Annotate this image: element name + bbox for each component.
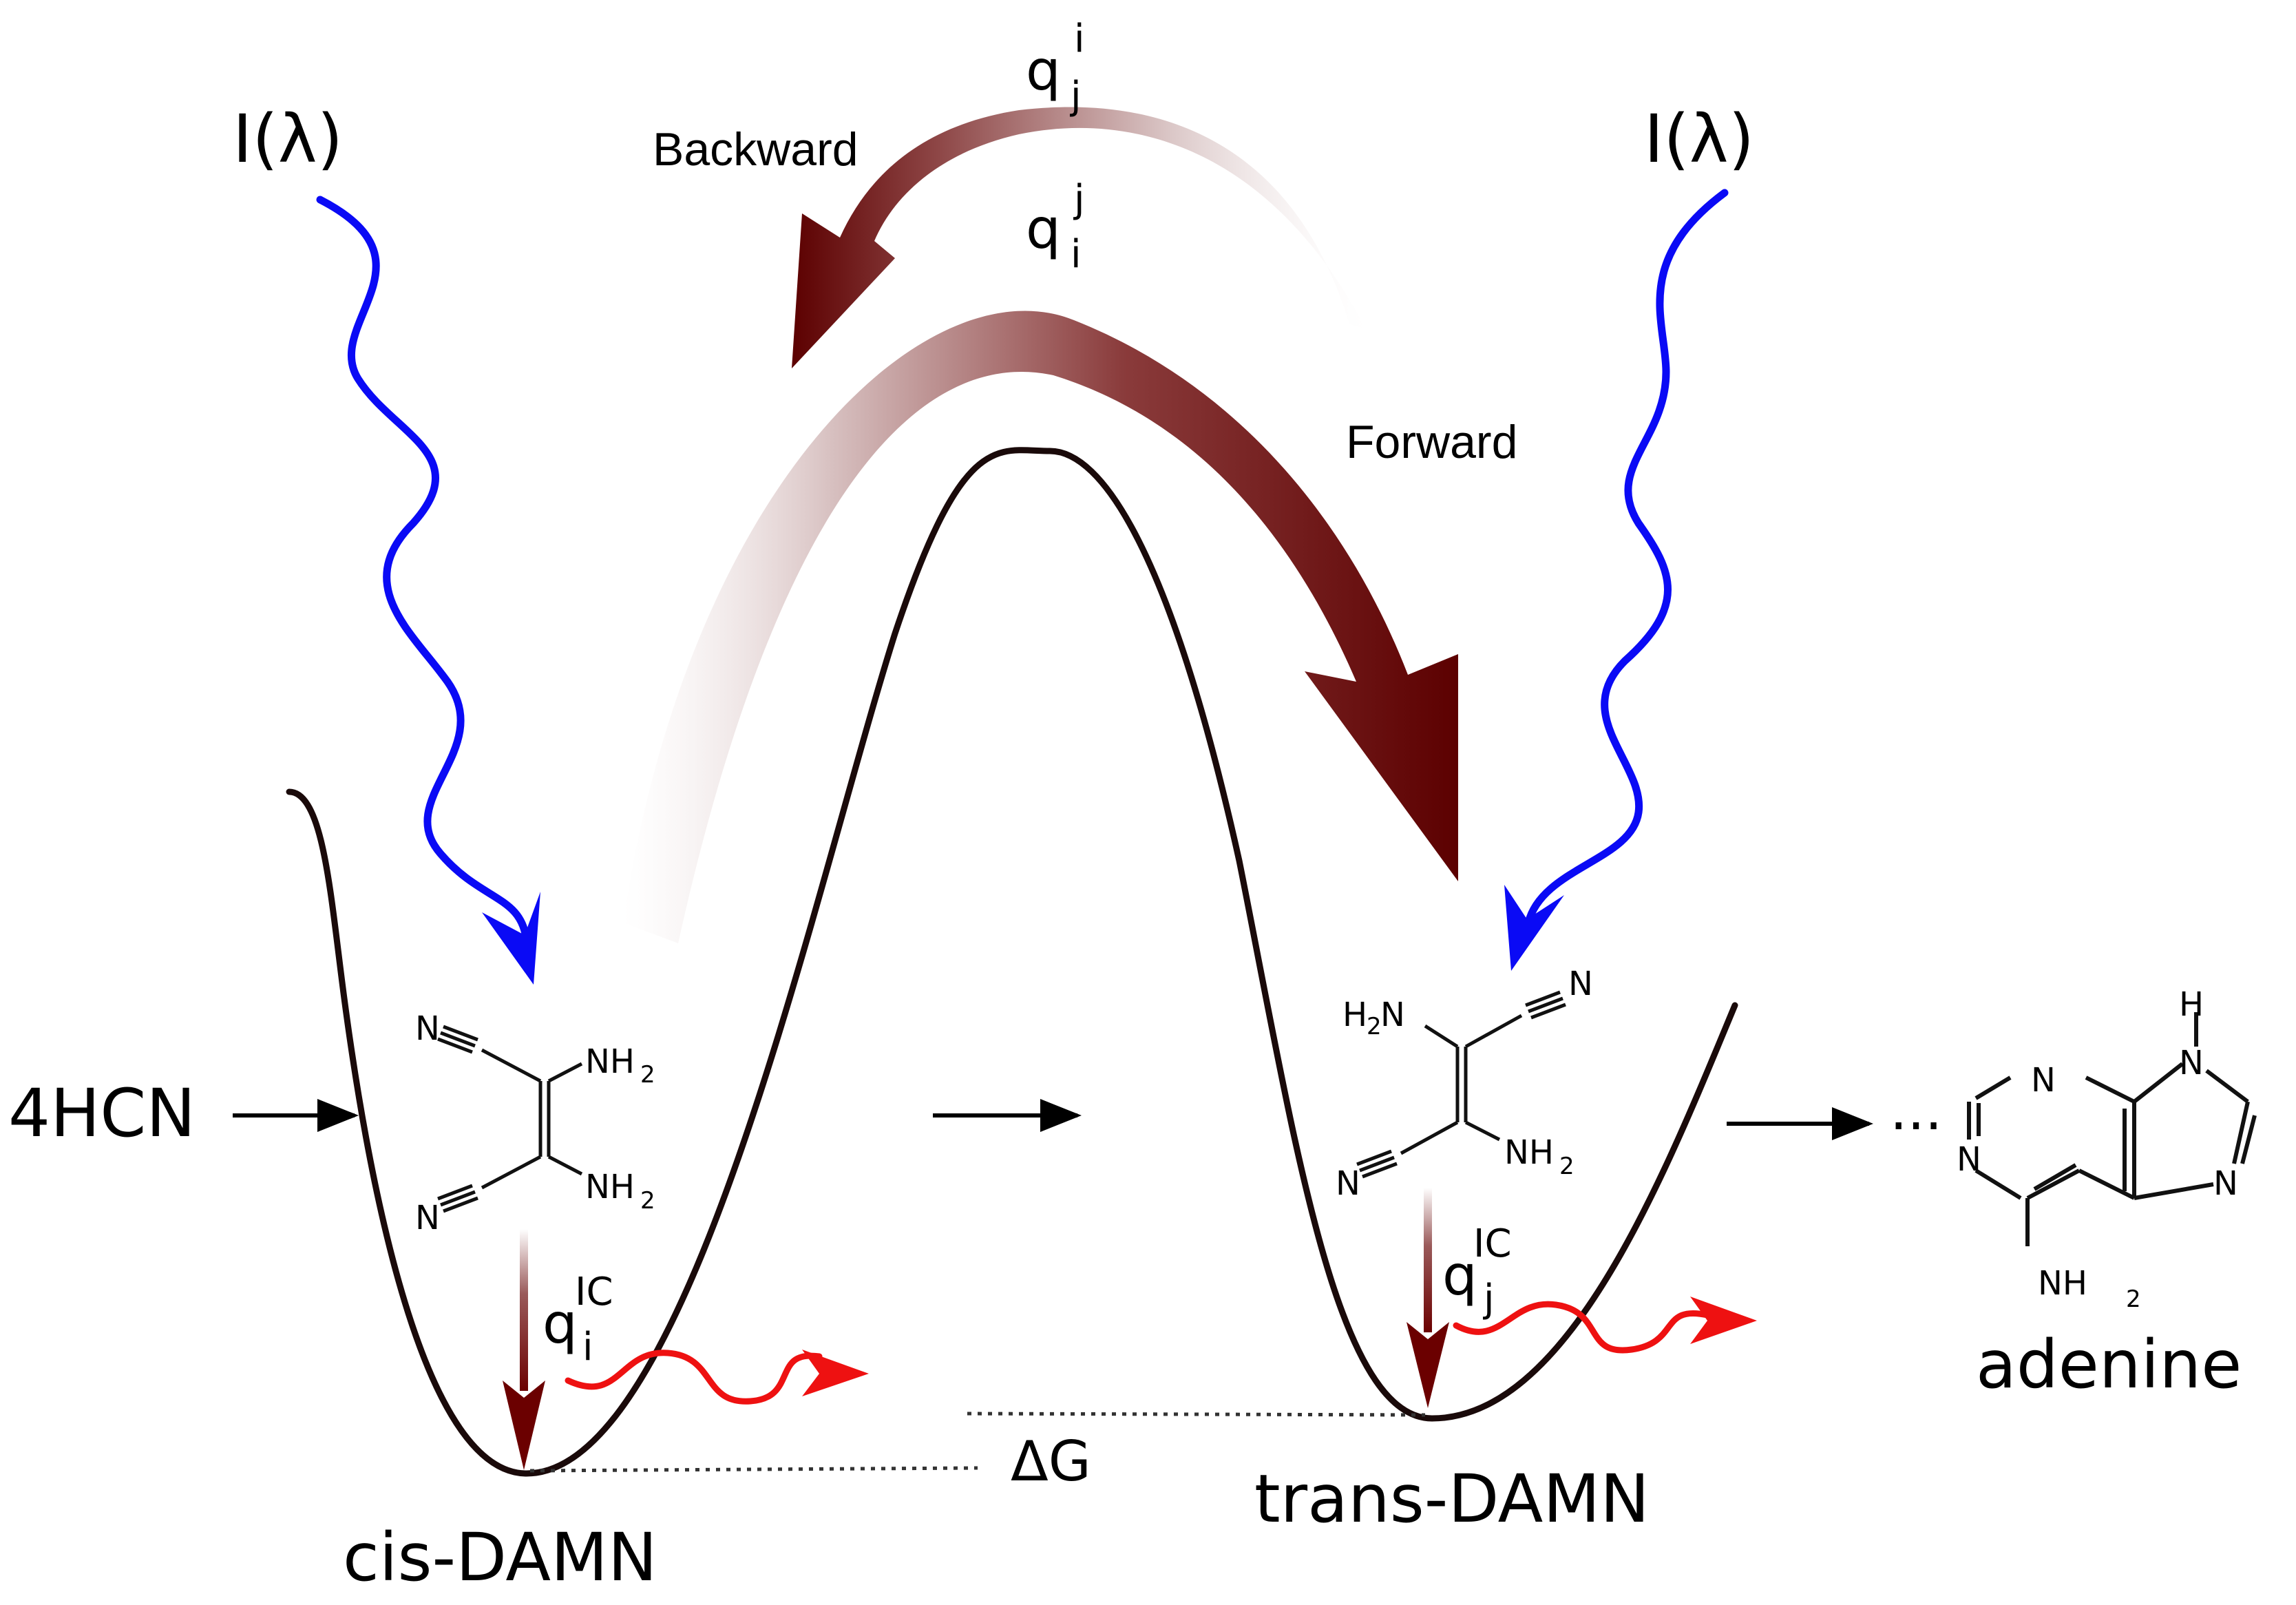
svg-text:NH: NH xyxy=(585,1042,635,1081)
forward-label: Forward xyxy=(1346,416,1517,468)
cis-damn-label: cis-DAMN xyxy=(343,1519,657,1596)
svg-text:q: q xyxy=(1442,1244,1477,1308)
svg-text:N: N xyxy=(415,1009,440,1048)
adenine-atoms: N N N H N NH 2 xyxy=(1957,985,2238,1313)
svg-text:IC: IC xyxy=(575,1270,613,1314)
svg-text:H: H xyxy=(2179,985,2204,1024)
adenine-label: adenine xyxy=(1976,1326,2242,1403)
trans-damn-structure xyxy=(1356,990,1566,1179)
svg-text:N: N xyxy=(1380,996,1405,1034)
svg-text:2: 2 xyxy=(640,1187,655,1215)
delta-g-label: ΔG xyxy=(1011,1429,1091,1493)
svg-text:j: j xyxy=(1069,74,1082,118)
trans-damn-atoms: H 2 N N N NH 2 xyxy=(1336,965,1593,1203)
light-arrowhead-left xyxy=(482,892,540,985)
cis-level-line xyxy=(529,1466,978,1473)
svg-text:i: i xyxy=(1071,232,1082,277)
energy-curve xyxy=(286,447,1738,1477)
svg-text:N: N xyxy=(1957,1140,1981,1179)
svg-text:NH: NH xyxy=(1504,1133,1554,1172)
reactant-label: 4HCN xyxy=(8,1075,196,1152)
svg-text:H: H xyxy=(1342,996,1367,1034)
light-label-left: I(λ) xyxy=(233,101,343,178)
svg-text:i: i xyxy=(582,1325,593,1370)
svg-text:2: 2 xyxy=(1367,1013,1382,1040)
rate-label-backward: q i j xyxy=(1026,17,1085,118)
rate-label-forward: q j i xyxy=(1026,177,1085,277)
svg-text:N: N xyxy=(1336,1164,1360,1203)
light-wave-left xyxy=(316,196,531,947)
ellipsis-label: ... xyxy=(1890,1078,1942,1142)
ic-arrow-left-shaft xyxy=(520,1229,528,1391)
svg-text:j: j xyxy=(1073,177,1085,222)
adenine-structure xyxy=(1967,1012,2257,1246)
svg-text:N: N xyxy=(2179,1044,2204,1082)
svg-text:IC: IC xyxy=(1473,1221,1512,1266)
emission-arrowhead-right xyxy=(1690,1297,1757,1344)
svg-text:N: N xyxy=(1568,965,1593,1003)
emission-wave-left xyxy=(565,1350,823,1405)
svg-text:N: N xyxy=(2031,1061,2056,1100)
trans-level-line xyxy=(967,1412,1426,1417)
svg-text:j: j xyxy=(1482,1277,1495,1321)
forward-transfer-arrow xyxy=(623,311,1458,943)
light-label-right: I(λ) xyxy=(1644,101,1754,178)
svg-text:2: 2 xyxy=(2126,1286,2141,1313)
emission-wave-right xyxy=(1453,1301,1711,1354)
ic-arrow-right-head xyxy=(1407,1322,1449,1408)
trans-damn-label: trans-DAMN xyxy=(1254,1460,1650,1538)
svg-text:NH: NH xyxy=(2038,1264,2087,1303)
cis-damn-structure xyxy=(437,1025,583,1213)
svg-text:NH: NH xyxy=(585,1168,635,1206)
emission-arrowhead-left xyxy=(802,1350,869,1396)
ic-arrow-right-shaft xyxy=(1424,1188,1432,1332)
ic-arrow-left-head xyxy=(503,1381,545,1470)
svg-text:i: i xyxy=(1074,17,1085,61)
svg-text:N: N xyxy=(2213,1164,2238,1203)
svg-text:q: q xyxy=(543,1292,578,1356)
svg-text:2: 2 xyxy=(1559,1153,1574,1180)
ic-rate-label-cis: q IC i xyxy=(543,1270,613,1370)
svg-text:q: q xyxy=(1026,39,1061,103)
cis-damn-atoms: N NH 2 N NH 2 xyxy=(415,1009,655,1237)
svg-text:q: q xyxy=(1026,197,1061,261)
svg-text:2: 2 xyxy=(640,1061,655,1089)
light-wave-right xyxy=(1524,189,1729,927)
ic-rate-label-trans: q IC j xyxy=(1442,1221,1512,1321)
light-arrowhead-right xyxy=(1504,885,1564,971)
backward-label: Backward xyxy=(653,123,859,176)
svg-text:N: N xyxy=(415,1199,440,1237)
